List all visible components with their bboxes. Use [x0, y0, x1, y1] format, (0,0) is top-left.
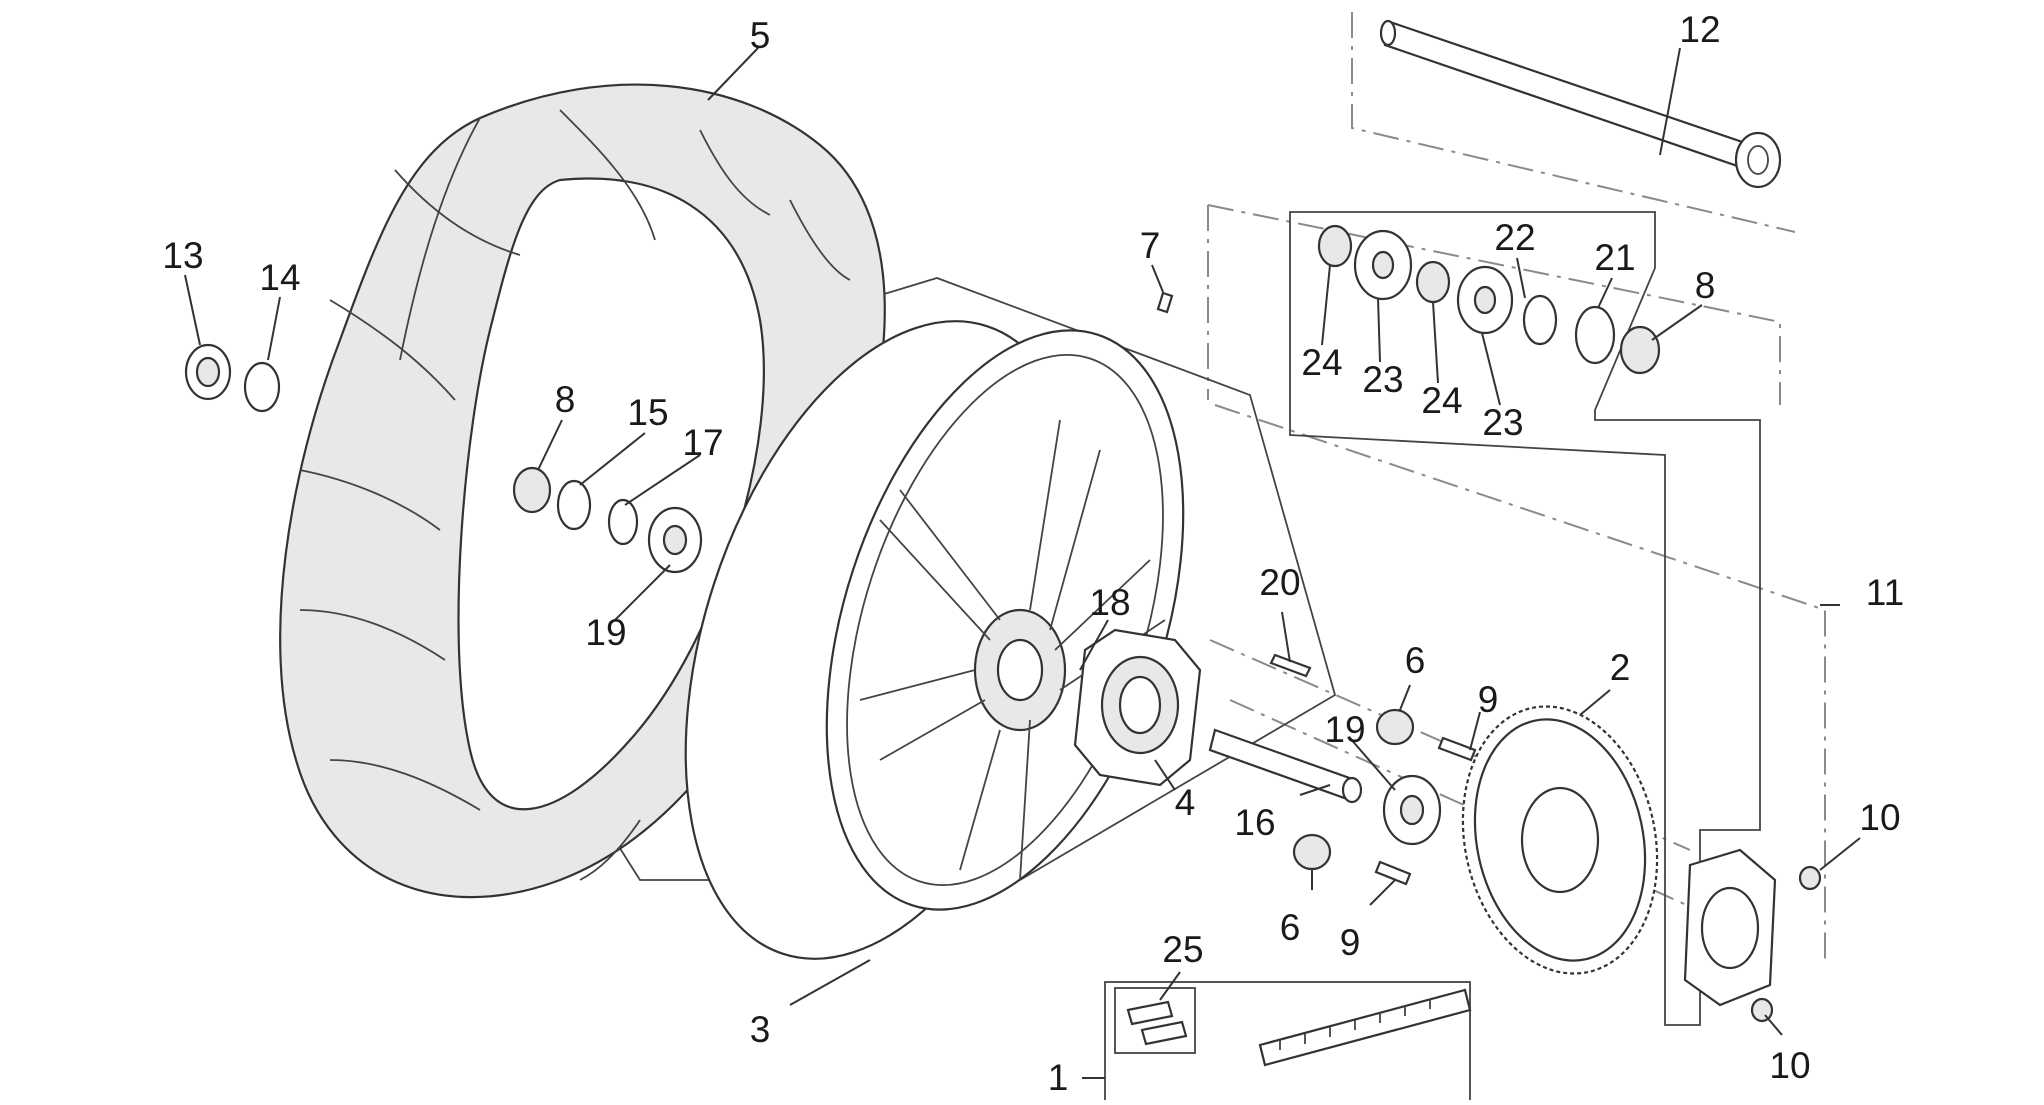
callout-7: 7	[1140, 225, 1161, 266]
callout-15: 15	[627, 392, 668, 433]
callout-18: 18	[1089, 582, 1130, 623]
callout-8-right: 8	[1695, 265, 1716, 306]
callout-10-upper: 10	[1859, 797, 1900, 838]
callout-20: 20	[1259, 562, 1300, 603]
callout-3: 3	[750, 1009, 771, 1050]
callout-17: 17	[682, 422, 723, 463]
callout-2: 2	[1610, 647, 1631, 688]
axle	[1379, 19, 1782, 189]
leader-lines	[184, 47, 1861, 1079]
callout-24-second: 24	[1421, 380, 1462, 421]
callout-6-upper: 6	[1405, 640, 1426, 681]
callout-24-first: 24	[1301, 342, 1342, 383]
callout-8-left: 8	[555, 379, 576, 420]
callout-11: 11	[1866, 572, 1904, 613]
callout-23-first: 23	[1362, 359, 1403, 400]
callout-23-second: 23	[1482, 402, 1523, 443]
callout-14: 14	[259, 257, 300, 298]
callout-19-right: 19	[1324, 709, 1365, 750]
callout-12: 12	[1679, 9, 1720, 50]
sprocket	[1461, 705, 1659, 975]
callout-1: 1	[1048, 1057, 1069, 1098]
callout-4: 4	[1175, 782, 1196, 823]
callout-19-left: 19	[585, 612, 626, 653]
callout-9-upper: 9	[1478, 679, 1499, 720]
callout-13: 13	[162, 235, 203, 276]
master-link	[1126, 1000, 1188, 1046]
cush-drive-hub	[1073, 628, 1202, 787]
callout-10-lower: 10	[1769, 1045, 1810, 1086]
callouts: 5 12 13 14 7 22 21 8 24 23 24 23 8 15 17…	[162, 9, 1904, 1098]
spacer-16	[1208, 728, 1363, 804]
callout-6-lower: 6	[1280, 907, 1301, 948]
callout-22: 22	[1494, 217, 1535, 258]
small-parts	[184, 224, 1822, 1023]
sprocket-carrier	[1683, 848, 1777, 1007]
callout-16: 16	[1234, 802, 1275, 843]
callout-25: 25	[1162, 929, 1203, 970]
chain	[1258, 988, 1472, 1067]
callout-9-lower: 9	[1340, 922, 1361, 963]
callout-21: 21	[1594, 237, 1635, 278]
master-link-box	[1114, 987, 1196, 1054]
callout-5: 5	[750, 15, 771, 56]
